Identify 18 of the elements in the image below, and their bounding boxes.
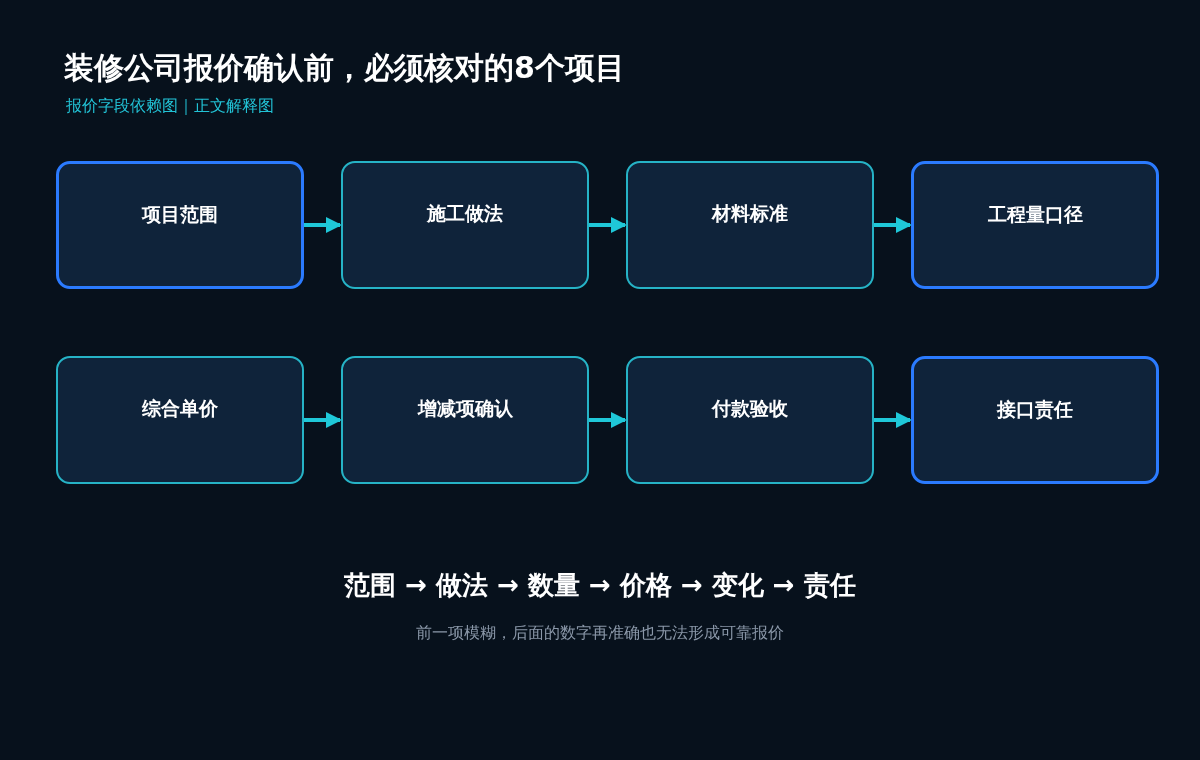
note: 前一项模糊，后面的数字再准确也无法形成可靠报价 <box>415 623 785 644</box>
title: 装修公司报价确认前，必须核对的8个项目 <box>64 49 625 87</box>
arrow <box>589 217 627 233</box>
flow-summary: 范围 → 做法 → 数量 → 价格 → 变化 → 责任 <box>343 569 857 602</box>
process-box: 增减项确认 <box>341 356 589 484</box>
arrow <box>304 412 342 428</box>
process-box: 材料标准 <box>626 161 874 289</box>
process-box: 施工做法 <box>341 161 589 289</box>
process-box: 工程量口径 <box>911 161 1159 289</box>
subtitle: 报价字段依赖图｜正文解释图 <box>66 96 274 117</box>
process-box: 接口责任 <box>911 356 1159 484</box>
process-box: 项目范围 <box>56 161 304 289</box>
process-box: 付款验收 <box>626 356 874 484</box>
arrow <box>874 217 912 233</box>
process-box: 综合单价 <box>56 356 304 484</box>
arrow <box>304 217 342 233</box>
arrow <box>874 412 912 428</box>
arrow <box>589 412 627 428</box>
